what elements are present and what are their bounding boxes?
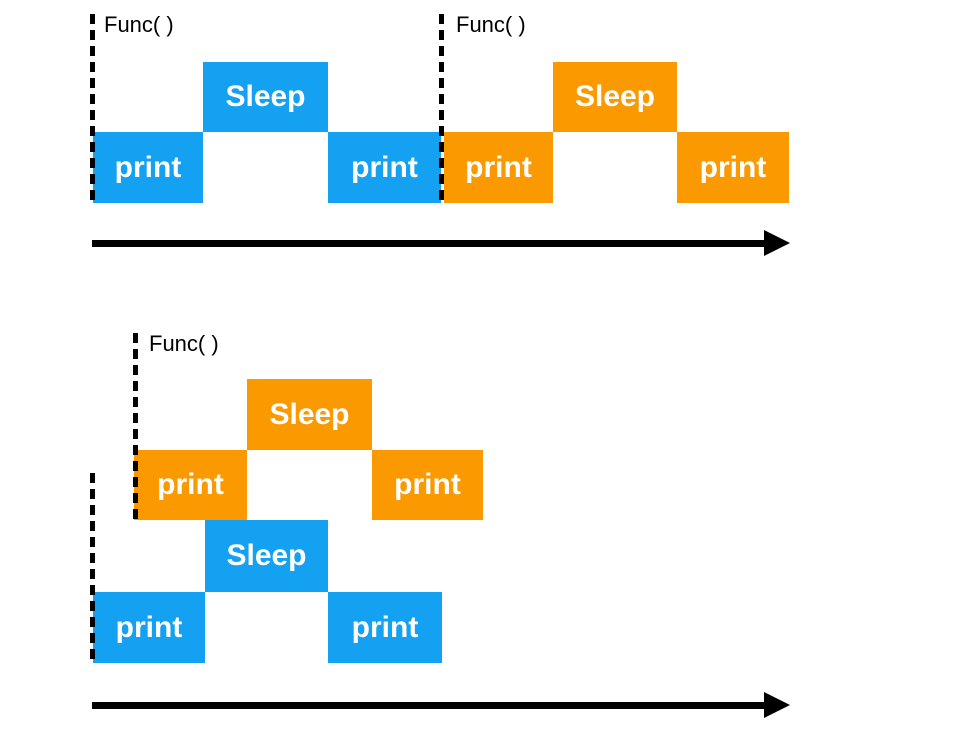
function-call-start-line — [90, 14, 95, 205]
function-call-label: Func( ) — [104, 12, 174, 37]
print-block: print — [93, 132, 203, 203]
timeline-arrow-line — [92, 702, 768, 709]
function-call-start-line — [90, 473, 95, 663]
print-block: print — [372, 450, 483, 520]
print-block: print — [444, 132, 553, 203]
function-call-label: Func( ) — [149, 331, 219, 356]
function-call-label: Func( ) — [456, 12, 526, 37]
print-block: print — [93, 592, 205, 663]
print-block: print — [677, 132, 789, 203]
sleep-block: Sleep — [203, 62, 328, 132]
timeline-arrow-head — [764, 230, 790, 256]
print-block: print — [328, 592, 442, 663]
print-block: print — [134, 450, 247, 520]
print-block: print — [328, 132, 441, 203]
sleep-block: Sleep — [205, 520, 328, 592]
timeline-arrow-line — [92, 240, 768, 247]
function-call-start-line — [133, 333, 138, 520]
sleep-block: Sleep — [247, 379, 372, 450]
sleep-block: Sleep — [553, 62, 677, 132]
function-call-start-line — [439, 14, 444, 205]
timeline-arrow-head — [764, 692, 790, 718]
